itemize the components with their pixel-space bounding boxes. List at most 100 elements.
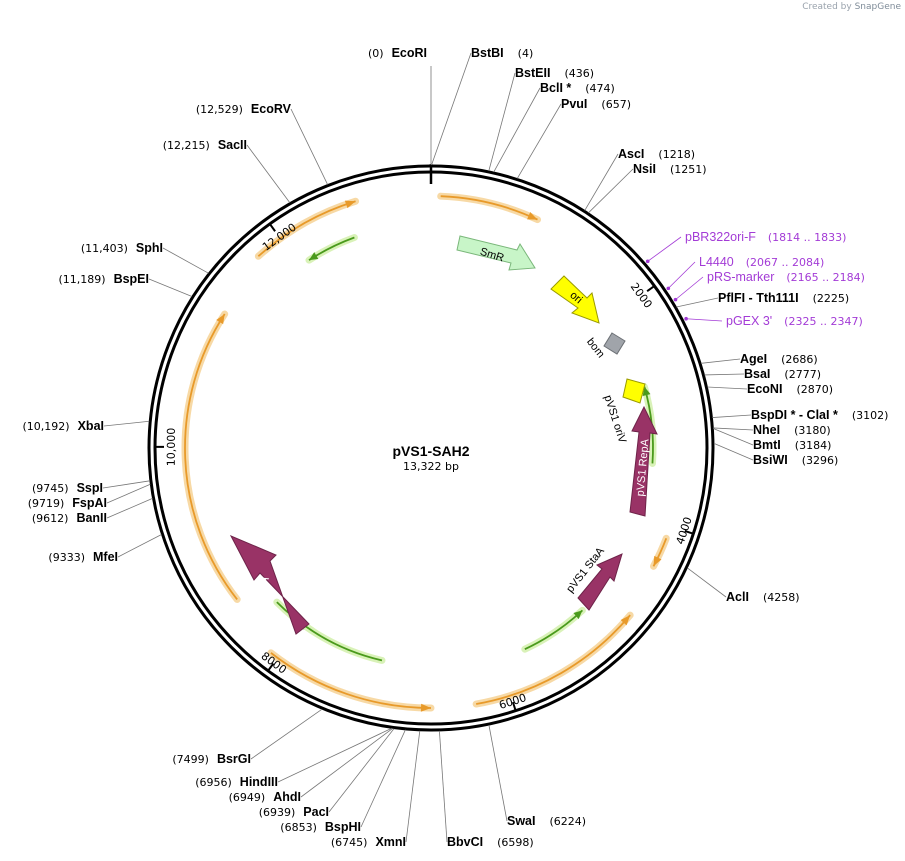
orf-arc-5-line xyxy=(475,614,631,705)
site-nhei[interactable]: NheI(3180) xyxy=(713,423,831,437)
site-leader-bstbi xyxy=(431,52,472,166)
orf-arc-6-glow xyxy=(267,649,435,712)
site-leader-bmti xyxy=(713,428,754,446)
primer-name: pBR322ori-F xyxy=(685,230,756,244)
primer-pbr322ori-f[interactable]: pBR322ori-F (1814 .. 1833) xyxy=(645,230,847,264)
site-acli[interactable]: AclI(4258) xyxy=(687,567,800,604)
staa-arrow xyxy=(577,553,623,611)
tick-mark-2000 xyxy=(646,285,655,293)
site-leader-nsii xyxy=(588,168,634,214)
site-agei[interactable]: AgeI(2686) xyxy=(700,352,818,366)
site-pflfi-tth111i[interactable]: PflFI - Tth111I(2225) xyxy=(676,291,849,308)
site-pos-asci: (1218) xyxy=(658,148,695,161)
site-paci[interactable]: PacI(6939) xyxy=(259,728,395,819)
site-name-bsrgi: BsrGI xyxy=(217,752,251,766)
site-xbai[interactable]: XbaI(10,192) xyxy=(23,419,150,433)
site-leader-bsteii xyxy=(488,72,516,172)
site-leader-pflfi-tth111i xyxy=(676,297,719,308)
site-bsai[interactable]: BsaI(2777) xyxy=(704,367,821,381)
site-asci[interactable]: AscI(1218) xyxy=(584,147,695,211)
feature-ori[interactable]: ori xyxy=(550,275,600,324)
primer-pos: (2067 .. 2084) xyxy=(746,256,825,269)
site-name-bspei: BspEI xyxy=(114,272,149,286)
site-ecori[interactable]: EcoRI(0) xyxy=(368,46,432,165)
site-fspai[interactable]: FspAI(9719) xyxy=(28,483,151,510)
primer-leader xyxy=(686,318,723,322)
feature-pvs1-repa[interactable]: pVS1 RepA xyxy=(629,405,658,517)
site-bspdi-clai[interactable]: BspDI * - ClaI *(3102) xyxy=(712,408,888,422)
site-name-bsphi: BspHI xyxy=(325,820,361,834)
site-leader-xbai xyxy=(103,420,150,427)
site-nsii[interactable]: NsiI(1251) xyxy=(588,162,707,214)
site-sphi[interactable]: SphI(11,403) xyxy=(81,241,209,274)
site-bsrgi[interactable]: BsrGI(7499) xyxy=(172,708,323,766)
site-pos-sspi: (9745) xyxy=(32,482,69,495)
primer-pgex-3[interactable]: pGEX 3'(2325 .. 2347) xyxy=(684,314,863,328)
site-bstbi[interactable]: BstBI(4) xyxy=(431,46,534,166)
orf-arc-3 xyxy=(254,197,360,260)
site-name-sspi: SspI xyxy=(77,481,103,495)
primer-prs-marker[interactable]: pRS-marker(2165 .. 2184) xyxy=(673,270,865,302)
site-sspi[interactable]: SspI (9745) xyxy=(32,480,150,495)
site-bbvci[interactable]: BbvCI(6598) xyxy=(439,730,534,849)
feature-smr[interactable]: SmR xyxy=(456,235,536,271)
site-name-ahdi: AhdI xyxy=(273,790,301,804)
site-leader-econi xyxy=(707,386,748,390)
site-pos-pvui: (657) xyxy=(601,98,631,111)
site-pos-fspai: (9719) xyxy=(28,497,65,510)
site-sacii[interactable]: SacII(12,215) xyxy=(163,138,291,203)
green-arc-5-head xyxy=(309,252,319,261)
site-bsiwi[interactable]: BsiWI(3296) xyxy=(713,443,839,467)
site-leader-bsai xyxy=(704,373,745,376)
orf-arc-1-glow xyxy=(437,192,541,224)
orf-arc-2 xyxy=(650,534,670,570)
feature-pvs1-staa[interactable]: pVS1 StaA xyxy=(564,545,623,611)
orf-arc-6 xyxy=(267,649,435,712)
site-name-xmni: XmnI xyxy=(375,835,406,849)
green-arc-2-glow xyxy=(521,606,586,653)
site-swai[interactable]: SwaI(6224) xyxy=(488,724,587,828)
site-name-nsii: NsiI xyxy=(633,162,656,176)
green-arc-5 xyxy=(305,234,358,264)
site-ahdi[interactable]: AhdI(6949) xyxy=(229,728,393,804)
trfa-arrow xyxy=(229,534,310,635)
primer-l4440[interactable]: L4440 (2067 .. 2084) xyxy=(666,255,825,291)
feature-bom[interactable]: bom xyxy=(584,332,626,360)
site-mfei[interactable]: MfeI(9333) xyxy=(48,534,162,564)
site-leader-nhei xyxy=(713,427,754,431)
site-pos-bsiwi: (3296) xyxy=(802,454,839,467)
plasmid-name: pVS1-SAH2 xyxy=(392,443,469,459)
site-bcli[interactable]: BclI *(474) xyxy=(493,81,615,173)
site-name-pvui: PvuI xyxy=(561,97,587,111)
site-banii[interactable]: BanII(9612) xyxy=(32,498,153,525)
site-leader-ecorv xyxy=(290,108,328,185)
green-arc-2 xyxy=(521,606,586,653)
orf-arc-3-head xyxy=(344,200,356,209)
site-name-bmti: BmtI xyxy=(753,438,781,452)
site-ecorv[interactable]: EcoRV(12,529) xyxy=(196,102,328,185)
site-bsphi[interactable]: BspHI(6853) xyxy=(280,729,406,834)
site-hindiii[interactable]: HindIII(6956) xyxy=(195,727,392,789)
site-name-banii: BanII xyxy=(76,511,107,525)
site-xmni[interactable]: XmnI(6745) xyxy=(331,730,421,849)
site-leader-sspi xyxy=(102,480,150,489)
orf-arc-6-line xyxy=(270,652,432,709)
orf-arc-5-head xyxy=(620,615,631,626)
feature-trfa[interactable]: trfA xyxy=(229,534,310,635)
site-bspei[interactable]: BspEI(11,189) xyxy=(58,272,193,297)
site-name-sacii: SacII xyxy=(218,138,247,152)
site-leader-sacii xyxy=(246,144,291,203)
primer-pos: (1814 .. 1833) xyxy=(768,231,847,244)
site-bmti[interactable]: BmtI(3184) xyxy=(713,428,831,452)
orf-arc-4 xyxy=(181,310,241,603)
primer-name: L4440 xyxy=(699,255,734,269)
site-pos-bcli: (474) xyxy=(585,82,615,95)
site-pos-swai: (6224) xyxy=(550,815,587,828)
site-econi[interactable]: EcoNI(2870) xyxy=(707,382,833,396)
site-pvui[interactable]: PvuI (657) xyxy=(516,97,631,179)
green-arc-2-head xyxy=(573,610,583,620)
primer-leader xyxy=(647,236,682,262)
site-name-bbvci: BbvCI xyxy=(447,835,483,849)
site-name-ecorv: EcoRV xyxy=(251,102,292,116)
site-bsteii[interactable]: BstEII(436) xyxy=(488,66,594,172)
